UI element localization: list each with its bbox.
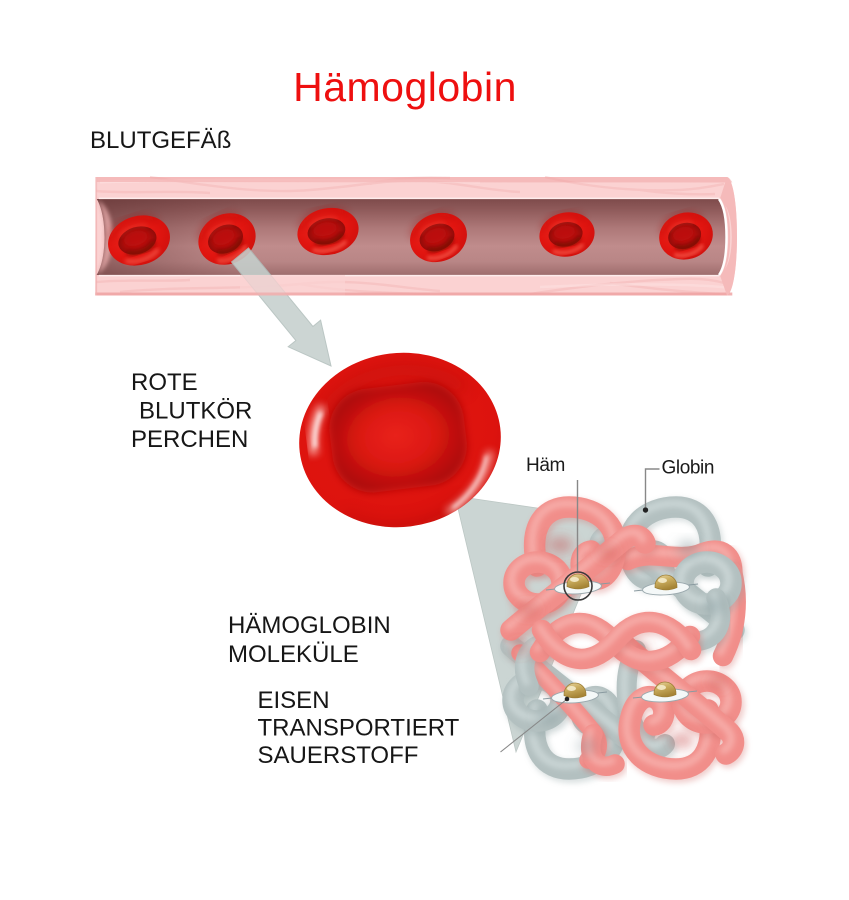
svg-text:Globin: Globin (662, 458, 715, 479)
svg-text:Hämoglobin: Hämoglobin (293, 64, 517, 110)
svg-text:Häm: Häm (526, 455, 565, 476)
svg-text:SAUERSTOFF: SAUERSTOFF (258, 742, 419, 769)
svg-text:BLUTKÖR: BLUTKÖR (139, 398, 252, 425)
svg-text:HÄMOGLOBIN: HÄMOGLOBIN (228, 612, 391, 639)
svg-text:BLUTGEFÄß: BLUTGEFÄß (90, 127, 231, 154)
svg-text:PERCHEN: PERCHEN (131, 426, 248, 453)
svg-text:ROTE: ROTE (131, 369, 198, 396)
svg-text:TRANSPORTIERT: TRANSPORTIERT (258, 715, 460, 742)
svg-text:EISEN: EISEN (258, 687, 330, 714)
svg-text:MOLEKÜLE: MOLEKÜLE (228, 641, 359, 668)
